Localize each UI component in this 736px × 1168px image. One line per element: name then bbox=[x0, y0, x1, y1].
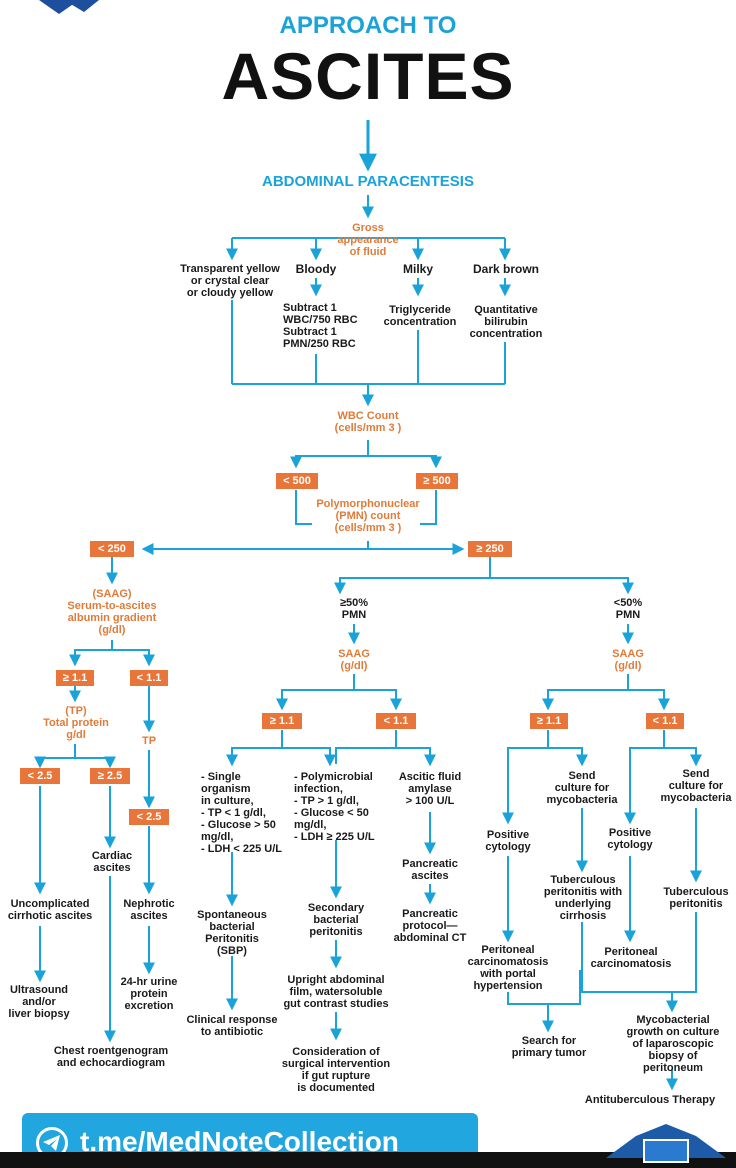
node-saag-mid: SAAG (g/dl) bbox=[338, 648, 370, 672]
node-gross: Gross appearance of fluid bbox=[337, 222, 399, 258]
tag-mid-ge11: ≥ 1.1 bbox=[262, 713, 302, 729]
node-peritoneal-carcinomatosis: Peritoneal carcinomatosis bbox=[590, 946, 672, 970]
node-upright: Upright abdominal film, watersoluble gut… bbox=[283, 974, 389, 1010]
node-bilirubin: Quantitative bilirubin concentration bbox=[469, 304, 543, 340]
node-urine: 24-hr urine protein excretion bbox=[120, 976, 178, 1012]
node-poly: - Polymicrobial infection, - TP > 1 g/dl… bbox=[294, 771, 375, 843]
node-milky: Milky bbox=[402, 262, 433, 276]
node-positive-cytology-1: Positive cytology bbox=[485, 829, 531, 853]
node-secondary: Secondary bacterial peritonitis bbox=[307, 902, 365, 938]
node-transparent: Transparent yellow or crystal clear or c… bbox=[180, 263, 280, 299]
node-sbp: Spontaneous bacterial Peritonitis (SBP) bbox=[197, 909, 267, 957]
node-pancreatic: Pancreatic ascites bbox=[402, 858, 458, 882]
node-saag-right: SAAG (g/dl) bbox=[612, 648, 644, 672]
node-clinical: Clinical response to antibiotic bbox=[186, 1014, 278, 1038]
node-dark-brown: Dark brown bbox=[472, 262, 539, 276]
node-cardiac: Cardiac ascites bbox=[91, 850, 133, 874]
node-send-culture-1: Send culture for mycobacteria bbox=[546, 770, 618, 806]
node-positive-cytology-2: Positive cytology bbox=[607, 827, 653, 851]
title-big: ASCITES bbox=[221, 39, 515, 113]
tag-tp-lt25-b: < 2.5 bbox=[129, 809, 169, 825]
node-send-culture-2: Send culture for mycobacteria bbox=[660, 768, 732, 804]
tag-left-lt11: < 1.1 bbox=[130, 670, 168, 686]
node-ultrasound: Ultrasound and/or liver biopsy bbox=[8, 984, 70, 1020]
node-paracentesis: ABDOMINAL PARACENTESIS bbox=[262, 173, 474, 190]
node-single: - Single organism in culture, - TP < 1 g… bbox=[201, 771, 282, 855]
node-wbc-count: WBC Count (cells/mm 3 ) bbox=[334, 410, 402, 434]
tag-pmn-ge250: ≥ 250 bbox=[468, 541, 512, 557]
footer-link[interactable]: t.me/MedNoteCollection bbox=[80, 1126, 399, 1157]
logo-icon bbox=[39, 0, 99, 14]
node-peritoneal-portal: Peritoneal carcinomatosis with portal hy… bbox=[467, 944, 549, 992]
bottom-bar bbox=[0, 1152, 736, 1168]
tag-wbc-lt500: < 500 bbox=[276, 473, 318, 489]
tag-mid-lt11: < 1.1 bbox=[376, 713, 416, 729]
node-saag-full: (SAAG) Serum-to-ascites albumin gradient… bbox=[67, 588, 157, 636]
node-amylase: Ascitic fluid amylase > 100 U/L bbox=[398, 771, 462, 807]
node-uncomplicated: Uncomplicated cirrhotic ascites bbox=[7, 898, 93, 922]
node-tb-peritonitis: Tuberculous peritonitis bbox=[663, 886, 729, 910]
tag-tp-ge25: ≥ 2.5 bbox=[90, 768, 130, 784]
node-search-tumor: Search for primary tumor bbox=[511, 1035, 587, 1059]
node-subtract: Subtract 1 WBC/750 RBC Subtract 1 PMN/25… bbox=[283, 302, 358, 350]
tag-right-lt11: < 1.1 bbox=[646, 713, 684, 729]
tag-wbc-ge500: ≥ 500 bbox=[416, 473, 458, 489]
tag-right-ge11: ≥ 1.1 bbox=[530, 713, 568, 729]
title-small: APPROACH TO bbox=[279, 12, 457, 39]
node-antituberculous: Antituberculous Therapy bbox=[584, 1094, 716, 1106]
node-lt50: <50% PMN bbox=[613, 597, 643, 621]
node-ge50: ≥50% PMN bbox=[339, 597, 369, 621]
node-surgical: Consideration of surgical intervention i… bbox=[281, 1046, 391, 1094]
node-triglyceride: Triglyceride concentration bbox=[383, 304, 457, 328]
node-pancreatic-protocol: Pancreatic protocol— abdominal CT bbox=[393, 908, 467, 944]
tag-tp-lt25: < 2.5 bbox=[20, 768, 60, 784]
node-tb-cirrhosis: Tuberculous peritonitis with underlying … bbox=[543, 874, 623, 922]
logo-icon bbox=[606, 1124, 726, 1163]
node-bloody: Bloody bbox=[295, 262, 337, 276]
node-chest: Chest roentgenogram and echocardiogram bbox=[53, 1045, 169, 1069]
tag-pmn-lt250: < 250 bbox=[90, 541, 134, 557]
node-tp: TP bbox=[141, 735, 157, 747]
node-pmn-count: Polymorphonuclear (PMN) count (cells/mm … bbox=[316, 498, 420, 534]
tag-left-ge11: ≥ 1.1 bbox=[56, 670, 94, 686]
node-mycobacterial-growth: Mycobacterial growth on culture of lapar… bbox=[626, 1014, 720, 1074]
node-nephrotic: Nephrotic ascites bbox=[123, 898, 175, 922]
node-total-protein: (TP) Total protein g/dl bbox=[43, 705, 109, 741]
